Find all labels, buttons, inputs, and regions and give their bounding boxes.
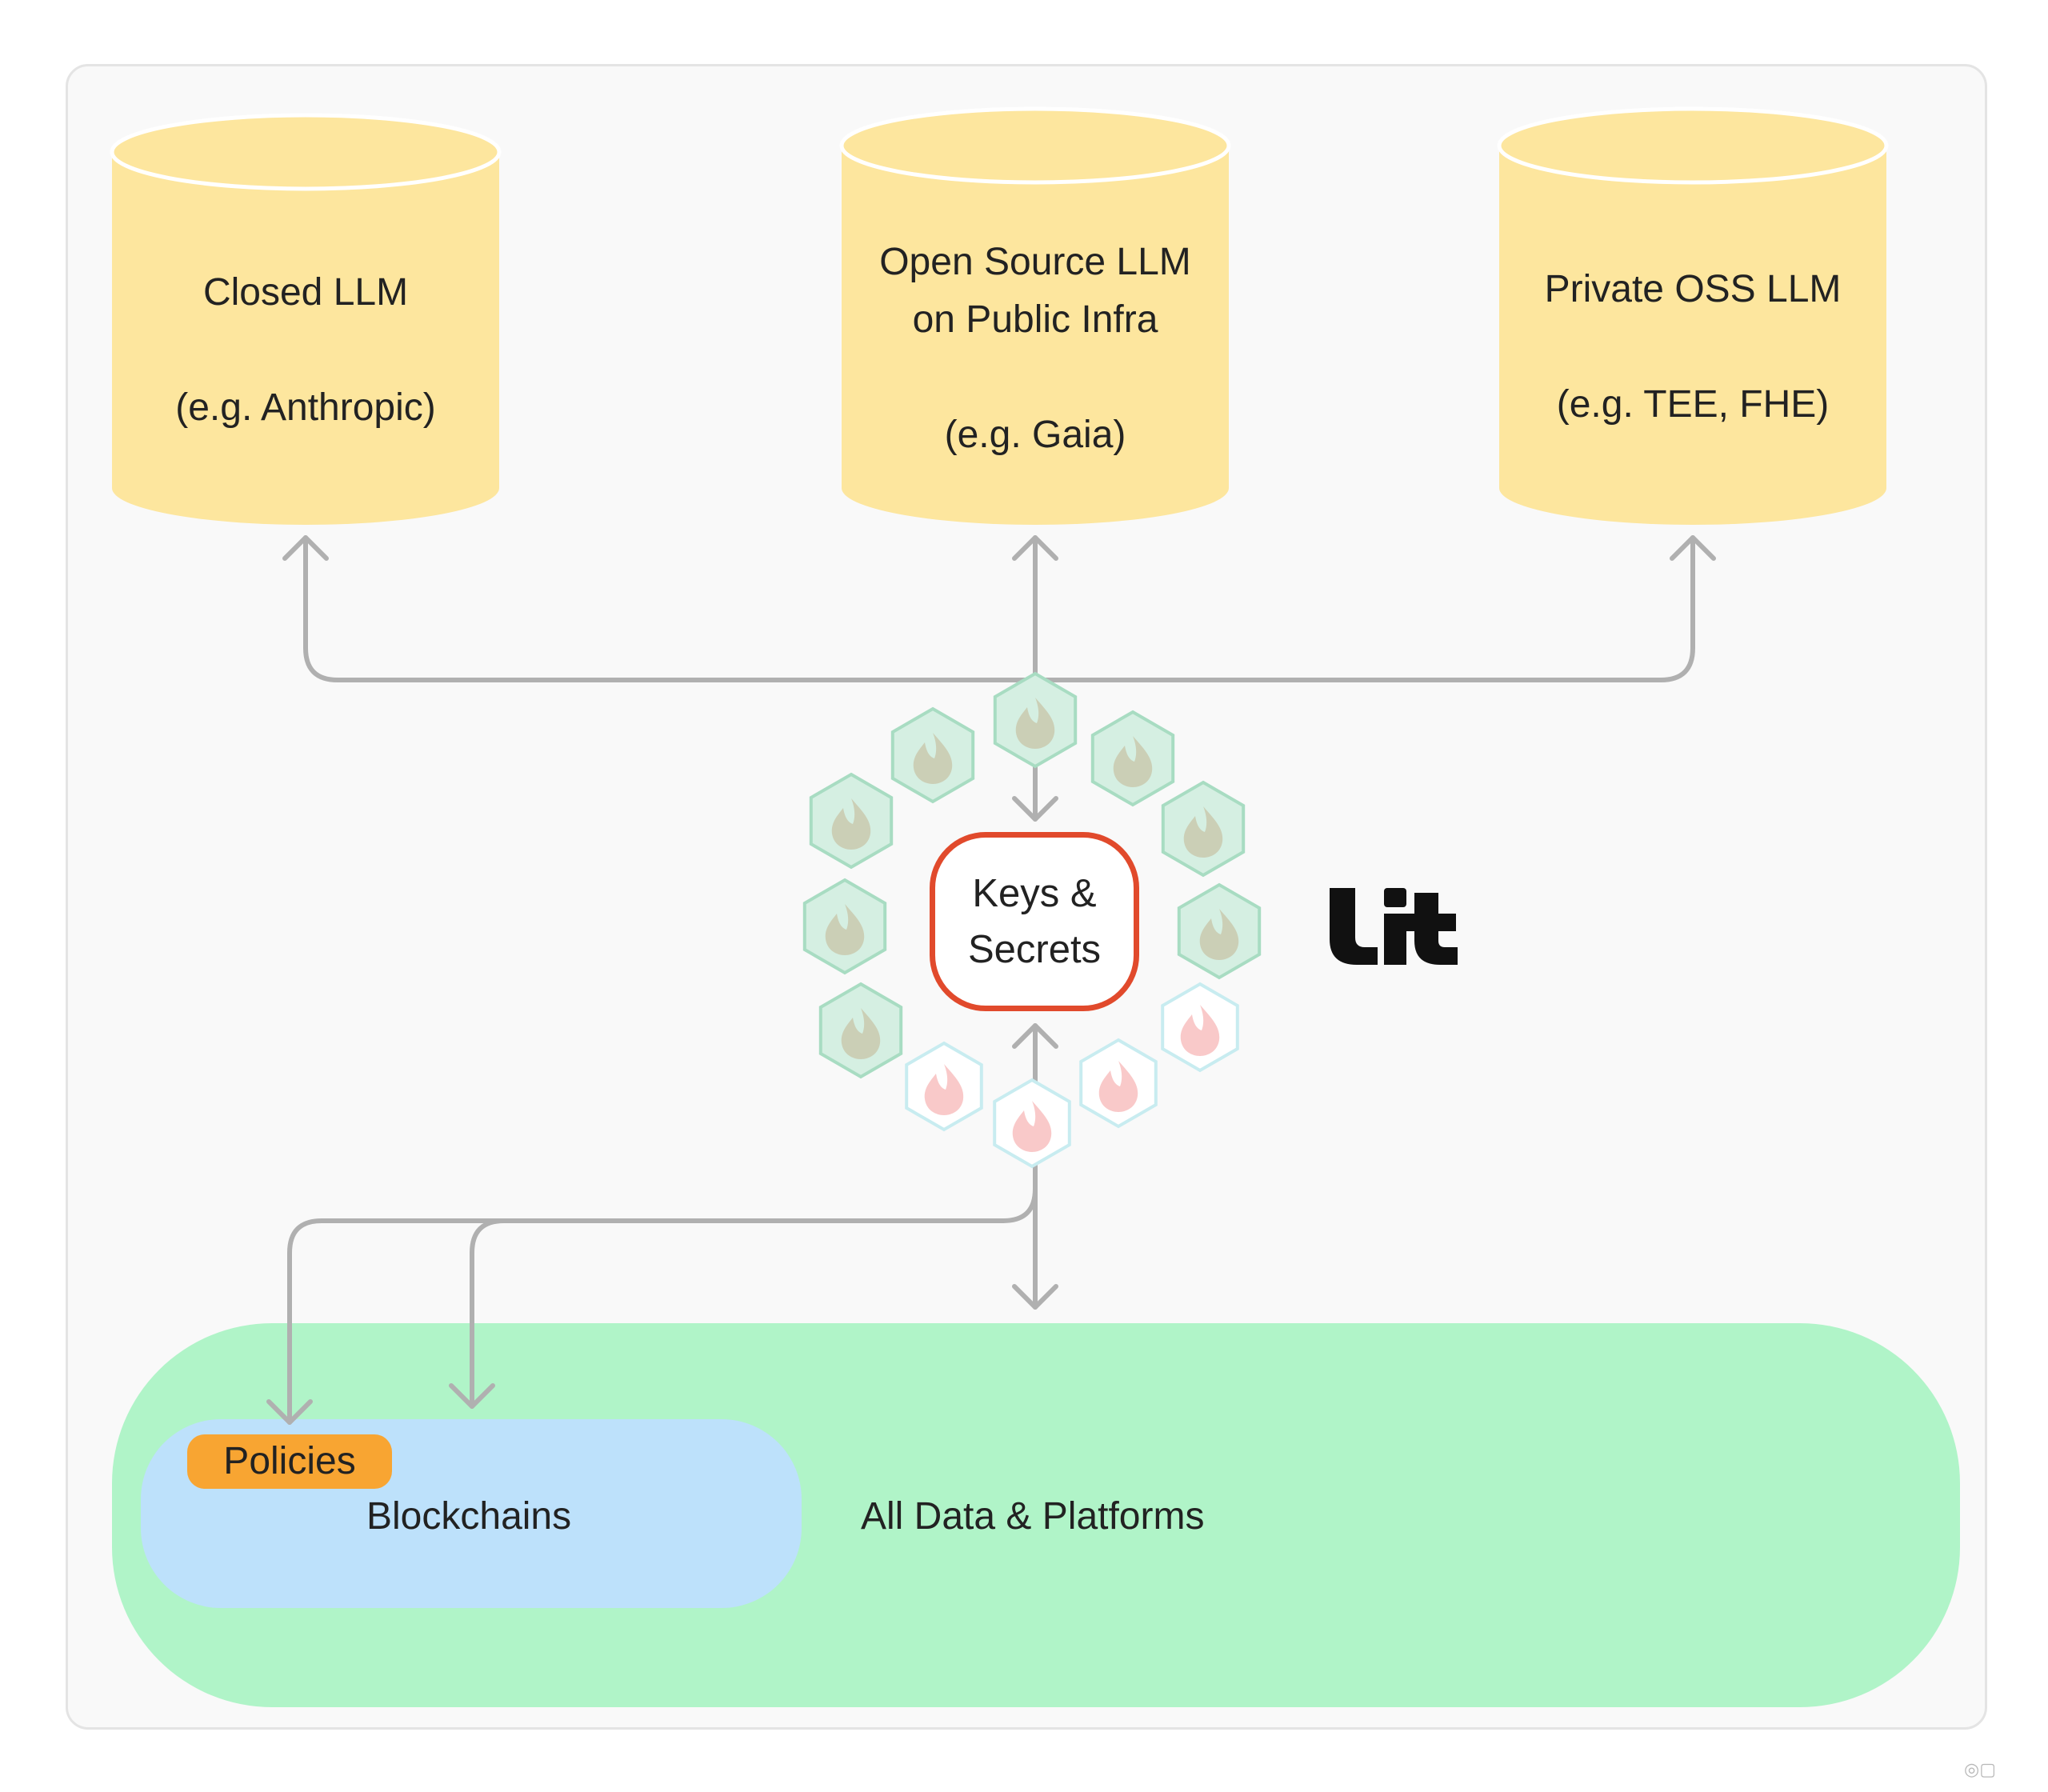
keys-label-line1: Keys & [972,872,1097,915]
keys-label-line2: Secrets [967,928,1102,971]
node-inactive-2 [1079,1038,1158,1129]
lit-logo [1330,888,1458,965]
node-active-1 [993,671,1078,769]
policies-badge: Policies [187,1434,392,1489]
blockchains-label: Blockchains [366,1495,572,1538]
arrow-to-closed-llm [303,535,1038,682]
database-spacer [112,322,499,379]
node-active-3 [1090,710,1175,807]
node-active-7 [1177,882,1262,980]
database-example: (e.g. Gaia) [944,414,1126,456]
database-open-source-llm [839,106,1231,525]
arrowhead-private-llm [1670,535,1716,561]
arrowhead-up-to-keys [1012,1023,1058,1049]
database-spacer [1499,318,1886,376]
arrowhead-to-policies [266,1399,313,1425]
database-subtitle: on Public Infra [912,298,1158,341]
arrowhead-closed-llm [282,535,329,561]
database-label-closed-llm: Closed LLM (e.g. Anthropic) [112,264,499,437]
database-example: (e.g. Anthropic) [175,386,436,429]
node-ring [802,671,1262,1169]
keys-and-secrets: Keys & Secrets [930,832,1139,1011]
database-spacer [842,349,1229,406]
database-example: (e.g. TEE, FHE) [1556,383,1830,426]
database-label-open-source-llm: Open Source LLM on Public Infra (e.g. Ga… [842,234,1229,464]
database-private-oss-llm [1497,106,1889,525]
database-title: Closed LLM [202,271,409,314]
node-active-8 [818,982,903,1079]
watermark-logo: ◎▢ [1964,1760,1996,1780]
node-inactive-3 [905,1041,983,1132]
arrowhead-to-blockchains [449,1383,495,1409]
node-inactive-1 [1161,982,1239,1073]
arrow-to-policies [287,1158,1038,1425]
node-active-4 [809,772,894,870]
arrow-to-blockchains [470,1218,1006,1409]
node-active-5 [1161,780,1246,878]
database-title: Open Source LLM [879,241,1191,283]
node-inactive-4 [993,1078,1071,1169]
database-closed-llm [110,113,502,525]
arrowhead-down-to-keys [1012,796,1058,822]
database-title: Private OSS LLM [1544,268,1842,310]
arrowhead-open-source-llm [1012,535,1058,561]
node-active-6 [802,878,887,975]
all-data-platforms-label: All Data & Platforms [861,1495,1205,1538]
database-label-private-oss-llm: Private OSS LLM (e.g. TEE, FHE) [1499,261,1886,434]
arrow-to-private-llm [1033,535,1695,682]
node-active-2 [890,706,975,804]
arrowhead-to-all-data [1012,1284,1058,1310]
